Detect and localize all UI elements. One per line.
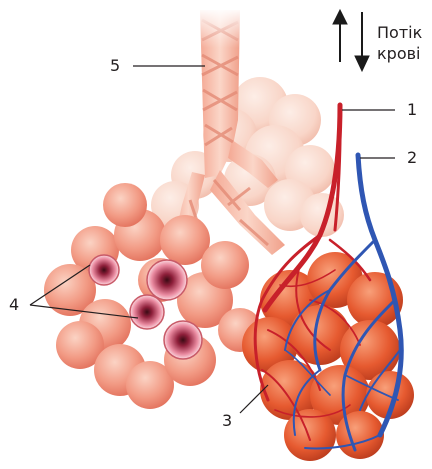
legend-line-1: Потік: [377, 22, 422, 43]
alveolus-opening: [164, 321, 202, 359]
label-4: 4: [9, 297, 19, 313]
arrow-up-icon: [333, 10, 347, 24]
alveolus-opening: [89, 255, 119, 285]
alveolus-opening: [130, 295, 164, 329]
blood-flow-arrows: [333, 10, 369, 71]
arrow-down-icon: [355, 56, 369, 71]
label-1: 1: [407, 102, 417, 118]
label-3: 3: [222, 413, 232, 429]
legend-line-2: крові: [377, 43, 422, 64]
alveolus-opening: [147, 260, 187, 300]
label-2: 2: [407, 150, 417, 166]
label-5: 5: [110, 58, 120, 74]
blood-flow-legend: Потік крові: [377, 22, 422, 64]
